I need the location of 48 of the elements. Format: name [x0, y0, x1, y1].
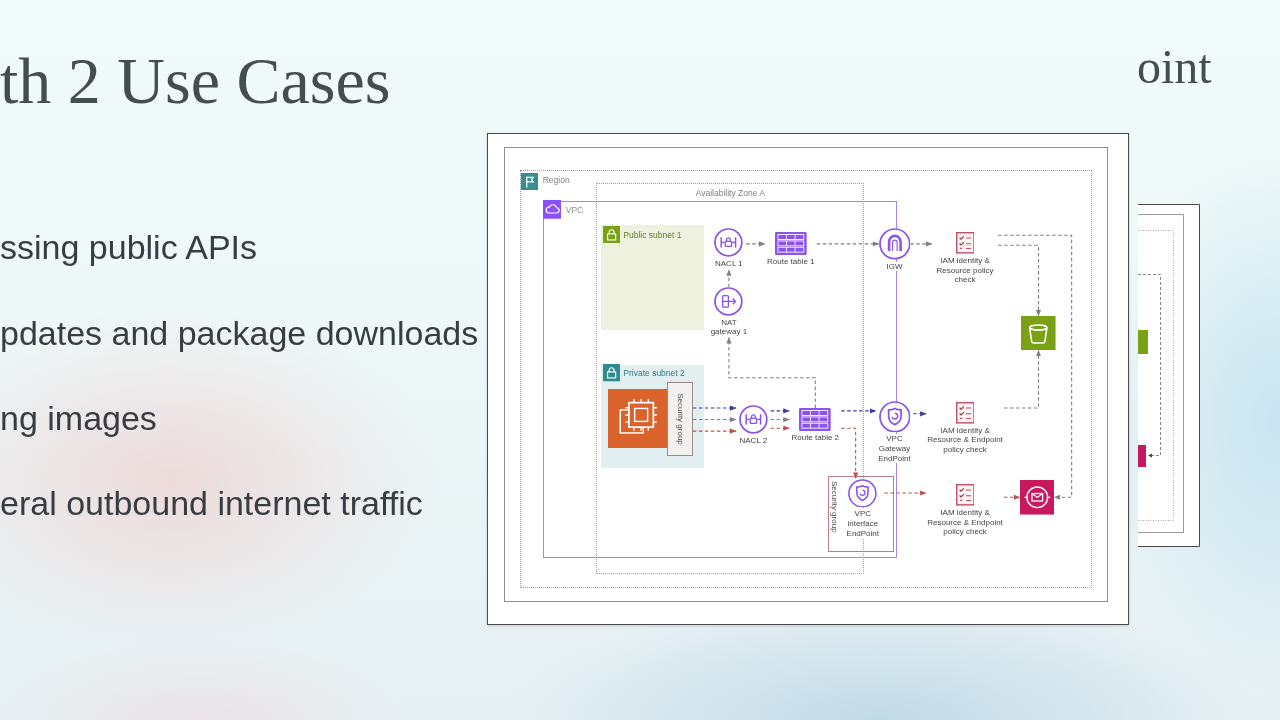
subnet-label: Public subnet 1 — [623, 231, 682, 240]
connector-arrow — [840, 408, 877, 414]
bucket-icon — [1021, 315, 1056, 351]
service-label: NACL 1 — [715, 258, 743, 269]
subnet-panel — [600, 225, 705, 331]
bullet-text: eral outbound internet traffic — [0, 486, 423, 520]
bullet-text: pdates and package downloads — [0, 316, 479, 350]
bullet-text: ng images — [0, 401, 157, 435]
bullet-text: ssing public APIs — [0, 230, 258, 264]
connector-arrow — [883, 490, 927, 496]
security-group-label: Security group — [675, 393, 684, 445]
subnet-label: Private subnet 2 — [623, 369, 685, 378]
connector-arrow — [909, 241, 933, 247]
connector-arrow — [997, 234, 1073, 500]
service-label: NACL 2 — [739, 435, 768, 446]
connector-arrow — [1003, 494, 1021, 500]
service-label: IAM identity & Resource & Endpoint policy check — [926, 507, 1004, 537]
connector-arrow — [997, 244, 1042, 317]
service-label: IGW — [886, 261, 903, 272]
security-group-box — [828, 475, 895, 552]
connector-arrow — [770, 416, 790, 423]
security-group-label: Security group — [830, 480, 839, 533]
envelope-icon — [1019, 480, 1055, 515]
connector-arrow — [912, 411, 927, 417]
connector-arrow — [770, 425, 790, 431]
connector-arrow — [770, 408, 790, 414]
security-group-box — [666, 382, 693, 456]
connector-arrow — [726, 336, 816, 409]
connector-arrow — [692, 428, 737, 434]
connector-arrow — [692, 405, 737, 411]
connector-arrow — [840, 427, 859, 480]
service-label: Route table 2 — [791, 433, 840, 443]
subnet-panel — [600, 364, 705, 469]
connector-arrow — [816, 241, 880, 247]
zone-label: Availability Zone A — [695, 189, 765, 198]
connector-arrow — [1003, 349, 1042, 409]
region-label: Region — [542, 176, 570, 185]
vpc-label: VPC — [565, 205, 584, 215]
service-label: VPC Gateway EndPoint — [875, 434, 914, 464]
connector-arrow — [726, 269, 732, 288]
service-label: NAT gateway 1 — [708, 317, 750, 338]
connector-arrow — [745, 241, 766, 247]
heading-fragment: oint — [1137, 43, 1212, 91]
connector-arrow — [692, 416, 737, 423]
chip-icon — [607, 389, 667, 449]
service-label: IAM identity & Resource & Endpoint policy check — [926, 425, 1004, 455]
service-label: Route table 1 — [767, 257, 815, 267]
slide-title: th 2 Use Cases — [0, 48, 391, 114]
